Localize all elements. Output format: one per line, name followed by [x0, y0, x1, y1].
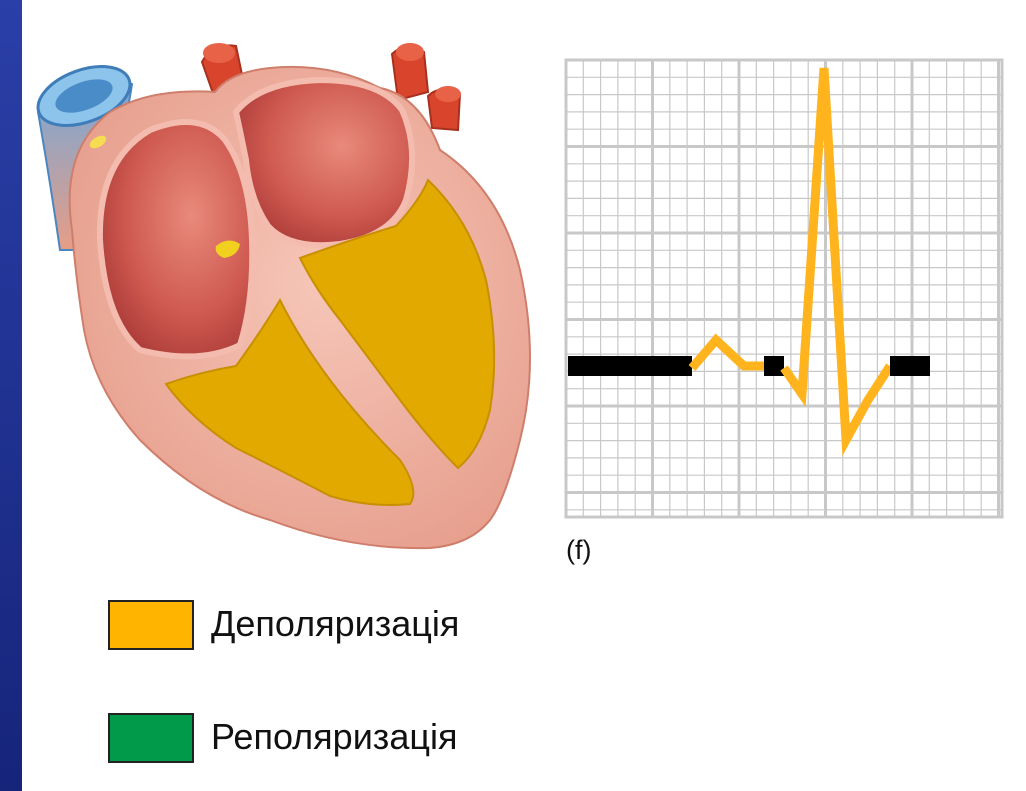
right-atrium	[100, 122, 252, 356]
legend-swatch-depolarization	[108, 600, 194, 650]
left-atrium	[236, 80, 412, 245]
ecg-grid	[566, 60, 1002, 517]
heart-illustration	[30, 43, 530, 548]
ecg-grid-border	[566, 60, 1002, 517]
legend-swatch-repolarization	[108, 713, 194, 763]
ecg-qrs-complex	[784, 68, 890, 440]
ecg-trace	[568, 68, 930, 440]
legend-label-depolarization: Деполяризація	[211, 604, 459, 644]
panel-label: (f)	[566, 537, 591, 564]
legend-label-repolarization: Реполяризація	[211, 717, 457, 757]
